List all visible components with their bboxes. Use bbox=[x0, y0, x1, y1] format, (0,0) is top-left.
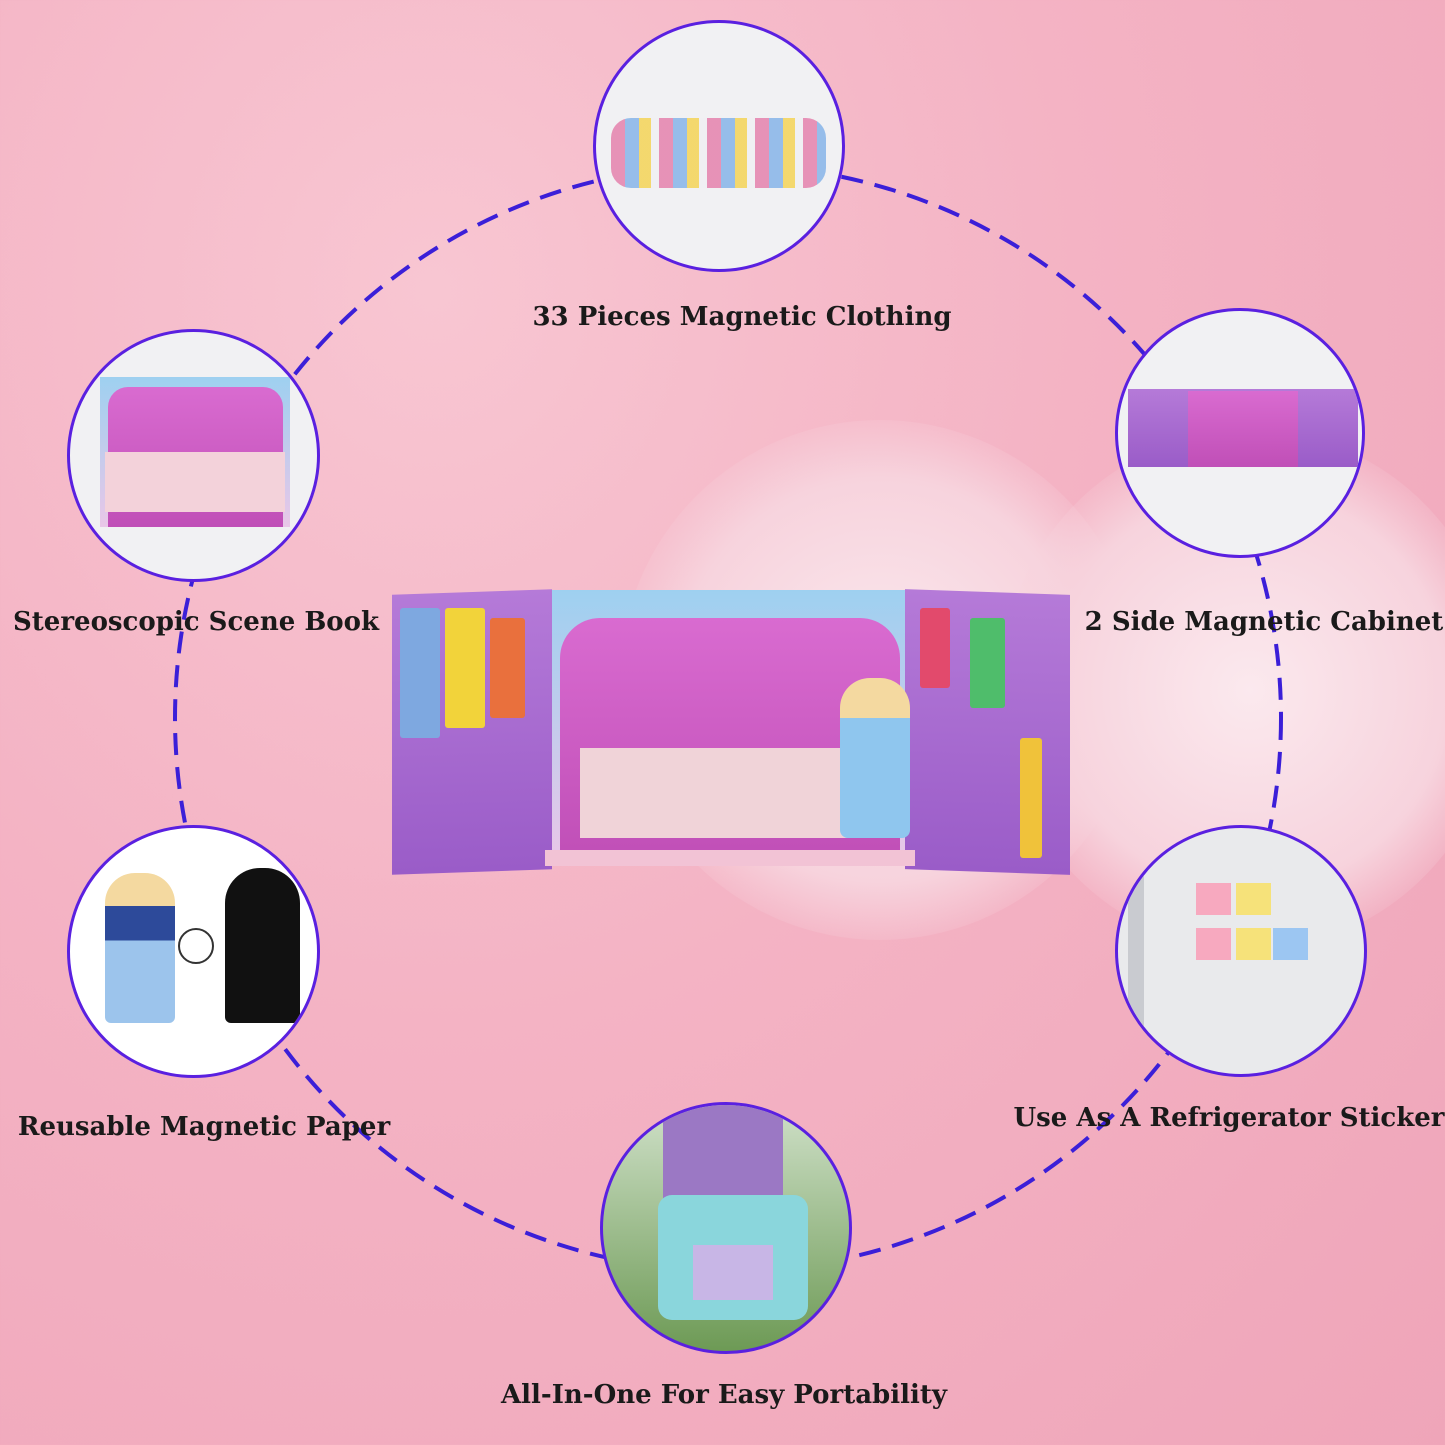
feature-label-reusable: Reusable Magnetic Paper bbox=[17, 1112, 391, 1142]
feature-label-refrigerator: Use As A Refrigerator Sticker bbox=[1013, 1103, 1445, 1133]
dress-6 bbox=[1020, 738, 1042, 858]
bag-photo bbox=[600, 1102, 852, 1354]
clothing-pieces-photo bbox=[593, 20, 845, 272]
cabinet-photo bbox=[1115, 308, 1365, 558]
feature-label-portability: All-In-One For Easy Portability bbox=[501, 1380, 947, 1410]
swap-icon bbox=[178, 928, 214, 964]
product-scene-book bbox=[380, 588, 1075, 878]
shop-window bbox=[580, 748, 850, 838]
dress-3 bbox=[490, 618, 525, 718]
dress-5 bbox=[970, 618, 1005, 708]
refrigerator-photo bbox=[1115, 825, 1367, 1077]
dress-2 bbox=[445, 608, 485, 728]
floor bbox=[545, 850, 915, 866]
scene-book-photo bbox=[67, 329, 320, 582]
dress-1 bbox=[400, 608, 440, 738]
dress-4 bbox=[920, 608, 950, 688]
feature-label-scene-book: Stereoscopic Scene Book bbox=[13, 607, 379, 637]
feature-label-clothing: 33 Pieces Magnetic Clothing bbox=[532, 302, 952, 332]
feature-label-cabinet: 2 Side Magnetic Cabinet bbox=[1084, 607, 1444, 637]
doll-figure bbox=[840, 678, 910, 838]
reusable-doll-photo bbox=[67, 825, 320, 1078]
